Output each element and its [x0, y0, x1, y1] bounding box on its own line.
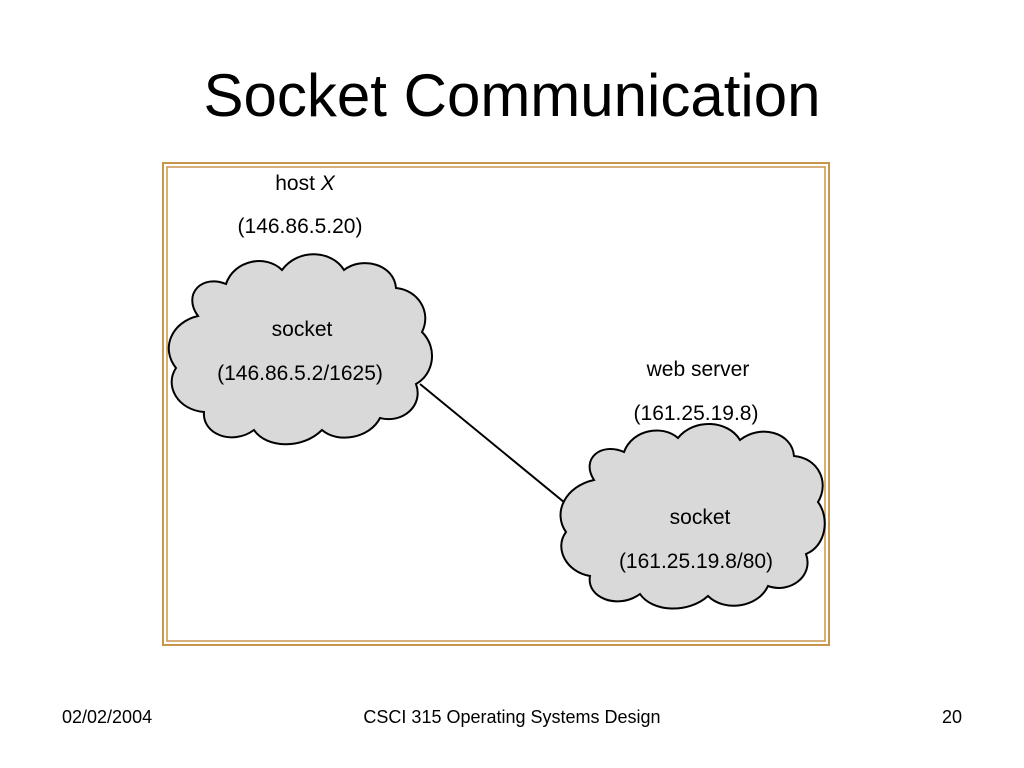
socket-diagram: host X (146.86.5.20) socket (146.86.5.2/…: [162, 162, 830, 646]
server-socket-address: (161.25.19.8/80): [619, 550, 773, 573]
server-socket-cloud: [559, 423, 826, 610]
server-label: web server: [646, 358, 750, 381]
host-socket-address: (146.86.5.2/1625): [217, 362, 383, 385]
diagram-frame-inner: [166, 166, 826, 642]
page-number: 20: [941, 707, 962, 727]
diagram-canvas: host X (146.86.5.20) socket (146.86.5.2/…: [162, 162, 830, 646]
server-address: (161.25.19.8): [634, 402, 759, 425]
host-socket-label: socket: [272, 318, 333, 341]
footer-date: 02/02/2004: [62, 707, 153, 727]
slide-title: Socket Communication: [203, 62, 821, 129]
host-address: (146.86.5.20): [238, 215, 363, 238]
server-socket-label: socket: [670, 506, 731, 529]
host-socket-cloud: [167, 253, 434, 446]
footer-course-title: CSCI 315 Operating Systems Design: [363, 707, 661, 727]
host-label: host X: [275, 172, 336, 195]
